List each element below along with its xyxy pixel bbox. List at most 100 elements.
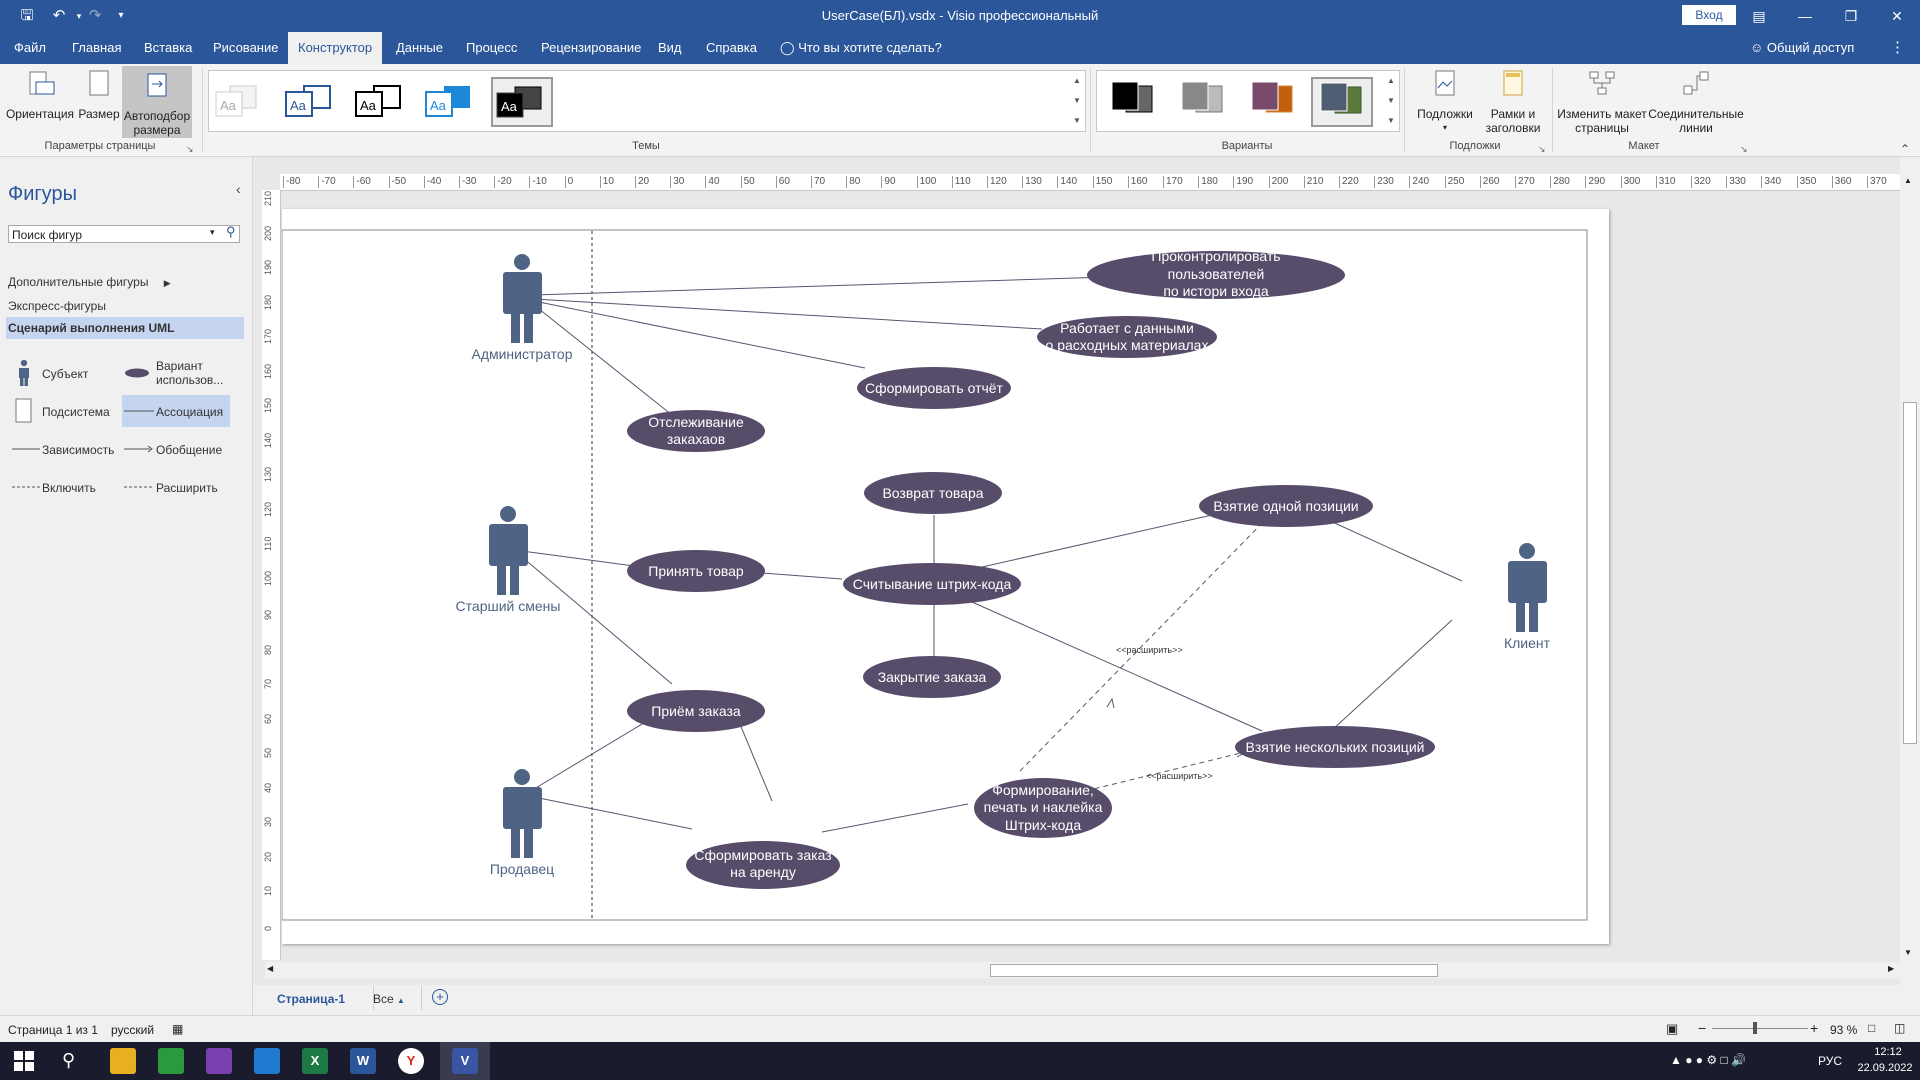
themes-gallery-scroll[interactable]: ▲▼▼ [1073,76,1081,125]
actor-client[interactable] [1508,543,1547,632]
tab-data[interactable]: Данные [396,40,443,55]
presentation-mode-icon[interactable]: ▣ [1666,1021,1679,1036]
collapse-ribbon-icon[interactable]: ⌃ [1900,142,1911,156]
drawing-page[interactable]: <<расширить>> <<расширить>> Администрато… [282,209,1609,944]
excel-icon[interactable]: X [302,1048,328,1074]
stencil-generalization[interactable]: Обобщение [122,433,232,465]
extend-arrow[interactable] [1019,514,1271,772]
windows-start-icon[interactable] [14,1051,34,1074]
actor-seller[interactable] [503,769,542,858]
use-case-return[interactable] [864,472,1002,514]
redo-icon[interactable]: ↷ [88,7,102,24]
ribbon-options-icon[interactable]: ⋮ [1890,39,1905,56]
undo-dropdown-icon[interactable]: ▾ [76,11,82,21]
use-case-report[interactable] [857,367,1011,409]
customize-quick-access-icon[interactable]: ▾ [118,10,124,21]
subsystem-boundary[interactable] [282,229,1588,921]
use-case-control-users[interactable] [1087,251,1345,299]
search-icon[interactable]: ⚲ [226,224,236,239]
stencil-include[interactable]: Включить [12,471,122,503]
use-case-close-order[interactable] [863,656,1001,698]
theme-none[interactable]: Aa [211,77,271,125]
zoom-level[interactable]: 93 % [1830,1023,1858,1037]
use-case-accept[interactable] [627,550,765,592]
tray-icons[interactable]: ▲ ● ● ⚙ □ 🔊 [1670,1053,1746,1067]
size-button[interactable]: Размер [76,68,122,138]
borders-titles-button[interactable]: Рамки и заголовки [1478,68,1548,138]
use-case-scan[interactable] [843,563,1021,605]
dialog-launcher-icon[interactable]: ↘ [1740,144,1748,154]
association-line[interactable] [533,300,866,369]
actor-admin[interactable] [503,254,542,343]
stencil-subsystem[interactable]: Подсистема [12,395,122,427]
file-explorer-icon[interactable] [110,1048,136,1074]
scroll-right-icon[interactable]: ▶ [1888,964,1895,973]
save-icon[interactable]: 🖫 [20,7,34,24]
stencil-actor[interactable]: Субъект [12,357,122,389]
active-stencil-uml[interactable]: Сценарий выполнения UML [6,317,244,339]
language-status[interactable]: русский [111,1023,155,1037]
search-icon[interactable]: ⚲ [62,1050,76,1070]
tab-insert[interactable]: Вставка [144,40,193,55]
association-line[interactable] [533,796,693,830]
quick-shapes-item[interactable]: Экспресс-фигуры [8,299,106,313]
association-line[interactable] [821,803,969,833]
ribbon-display-icon[interactable]: ▤ [1752,8,1766,24]
use-case-barcode[interactable] [974,778,1112,838]
variants-gallery-scroll[interactable]: ▲▼▼ [1387,76,1395,125]
zoom-slider-thumb[interactable] [1753,1022,1757,1034]
dialog-launcher-icon[interactable]: ↘ [1538,144,1546,154]
use-case-materials[interactable] [1037,316,1217,358]
variant-black[interactable] [1103,77,1163,125]
page-count-status[interactable]: Страница 1 из 1 [8,1023,98,1037]
association-line[interactable] [981,514,1213,568]
theme-dark-selected[interactable]: Aa [491,77,553,127]
association-line[interactable] [533,275,1140,296]
use-case-tracking[interactable] [627,410,765,452]
association-line[interactable] [971,601,1263,732]
variant-slate-selected[interactable] [1311,77,1373,127]
dialog-launcher-icon[interactable]: ↘ [186,144,194,154]
minimize-button[interactable]: — [1798,8,1812,24]
theme-office[interactable]: Aa [281,77,341,125]
tab-home[interactable]: Главная [72,40,122,55]
use-case-take-one[interactable] [1199,485,1373,527]
tab-review[interactable]: Рецензирование [541,40,642,55]
tab-process[interactable]: Процесс [466,40,518,55]
tab-file[interactable]: Файл [14,40,46,55]
extend-arrow[interactable] [1076,751,1246,794]
zoom-slider[interactable] [1712,1028,1808,1029]
scroll-down-icon[interactable]: ▼ [1904,948,1912,957]
shape-search-input[interactable]: Поиск фигур [8,225,240,243]
backgrounds-button[interactable]: Подложки ▾ [1410,68,1480,138]
relayout-page-button[interactable]: Изменить макет страницы [1556,68,1648,138]
stencil-dependency[interactable]: Зависимость [12,433,122,465]
use-case-receive-order[interactable] [627,690,765,732]
date[interactable]: 22.09.2022 [1857,1062,1913,1074]
association-line[interactable] [533,298,1043,330]
collapse-pane-icon[interactable]: ‹ [236,181,241,197]
stencil-association-selected[interactable]: Ассоциация [122,395,230,427]
vertical-scroll-thumb[interactable] [1903,402,1917,744]
variant-orange[interactable] [1243,77,1303,125]
tell-me-search[interactable]: ◯ Что вы хотите сделать? [780,32,942,64]
zoom-out-icon[interactable]: − [1698,1020,1707,1036]
scroll-up-icon[interactable]: ▲ [1904,176,1912,185]
scroll-left-icon[interactable]: ◀ [267,964,274,973]
tab-design[interactable]: Конструктор [288,32,383,64]
fit-page-icon[interactable]: □ [1868,1021,1876,1035]
undo-icon[interactable]: ↶ [52,7,66,24]
association-line[interactable] [761,572,843,580]
visual-studio-icon[interactable] [206,1048,232,1074]
tab-page-1[interactable]: Страница-1 [277,992,346,1006]
tab-view[interactable]: Вид [658,40,682,55]
theme-linear[interactable]: Aa [351,77,411,125]
vs-code-icon[interactable] [254,1048,280,1074]
actor-senior-shift[interactable] [489,506,528,595]
close-button[interactable]: ✕ [1891,8,1903,24]
association-line[interactable] [533,304,673,416]
vertical-scrollbar[interactable]: ▲ ▼ [1900,174,1920,962]
maximize-button[interactable]: ❐ [1844,8,1858,24]
stencil-extend[interactable]: Расширить [122,471,232,503]
